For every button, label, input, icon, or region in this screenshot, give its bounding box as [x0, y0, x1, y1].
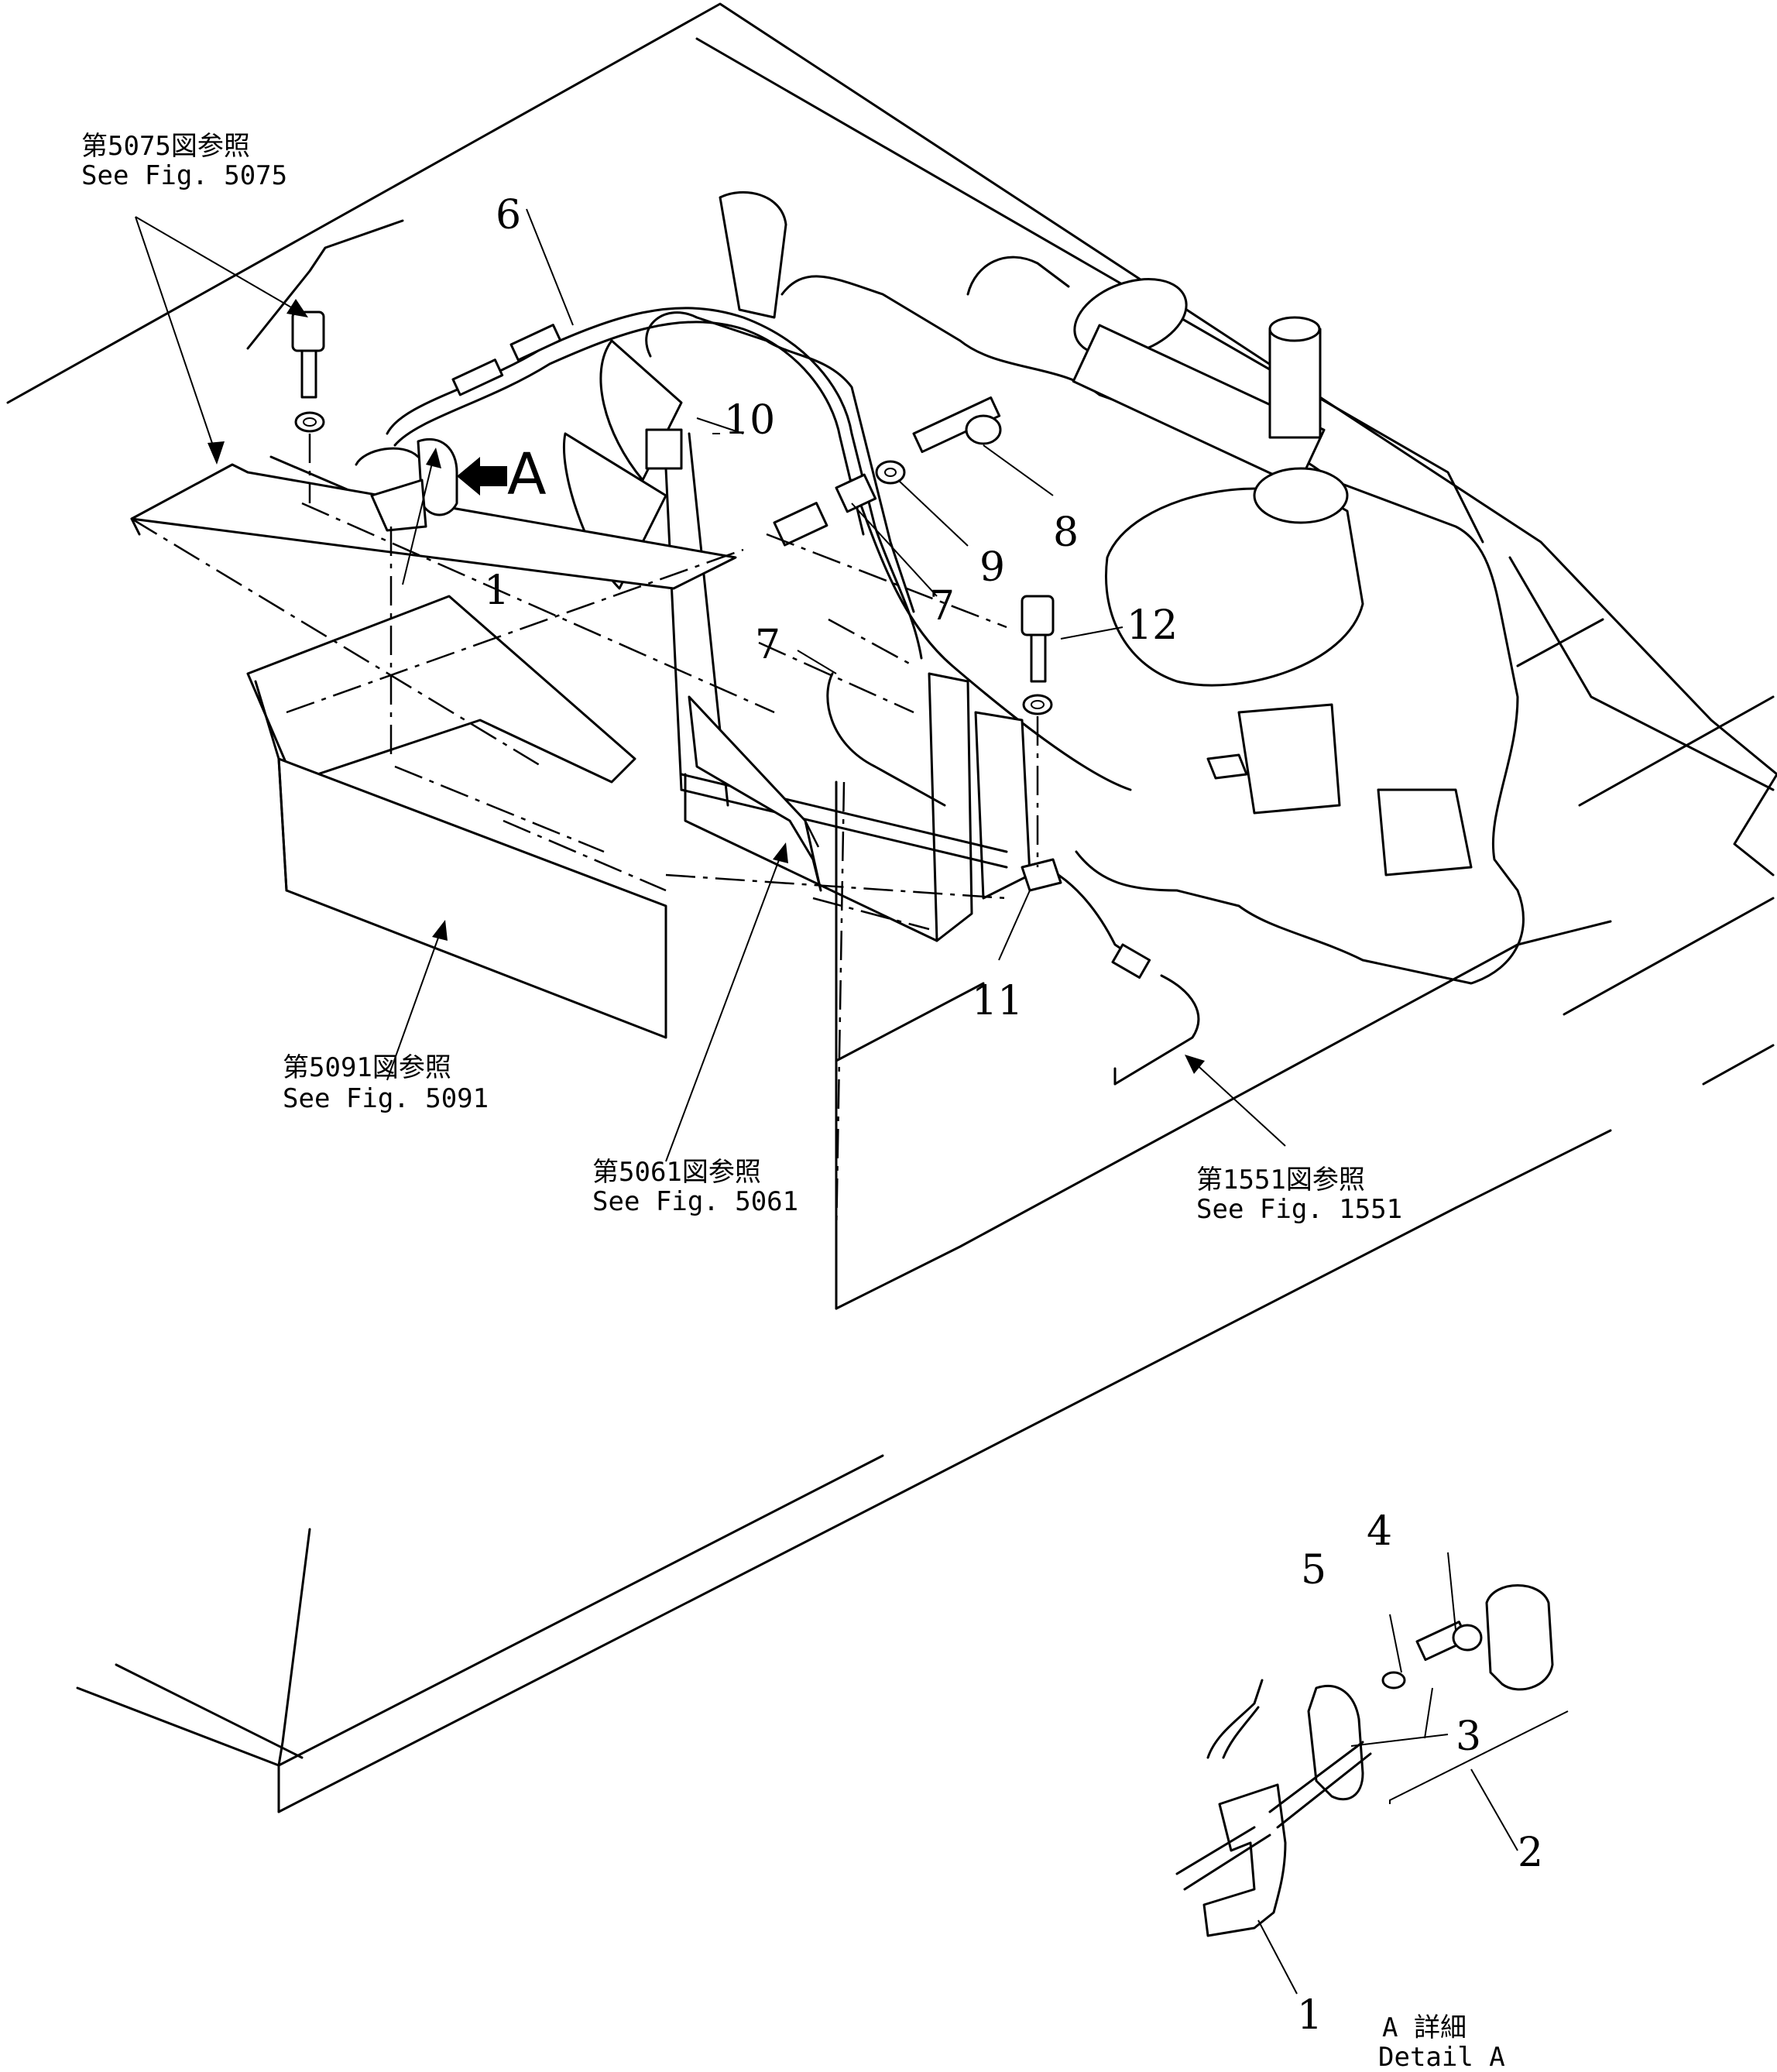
callout-12: 12	[1127, 602, 1178, 649]
ref-1551-jp: 第1551図参照	[1196, 1165, 1365, 1196]
ref-5061-en: See Fig. 5061	[592, 1186, 798, 1217]
reference-labels: 第5075図参照 See Fig. 5075 第5091図参照 See Fig.…	[81, 131, 1505, 2072]
ref-5091-jp: 第5091図参照	[283, 1052, 451, 1083]
callout-2: 2	[1518, 1830, 1543, 1876]
detail-a-drawing	[1175, 1552, 1569, 1995]
part-callouts: 6 10 1 8 9 7 12 7 11 4 5 3 2 1	[484, 192, 1543, 2039]
callout-6: 6	[496, 192, 521, 238]
horn-bracket-main	[355, 437, 458, 532]
leader-lines	[135, 208, 1286, 1162]
radiator-frame	[680, 672, 1031, 942]
cover-panels	[130, 463, 822, 1039]
assembly-lines	[131, 434, 1039, 1240]
machine-body-outline	[6, 2, 1777, 1813]
detail-a-jp: A 詳細	[1382, 2012, 1467, 2043]
ref-5075-jp: 第5075図参照	[81, 131, 250, 162]
ref-5061-jp: 第5061図参照	[592, 1157, 761, 1188]
detail-a-en: Detail A	[1378, 2042, 1505, 2072]
callout-3: 3	[1456, 1714, 1481, 1760]
callout-11: 11	[972, 978, 1023, 1024]
callout-1-detail: 1	[1297, 1992, 1322, 2039]
callout-1-main: 1	[484, 568, 509, 614]
callout-5: 5	[1301, 1547, 1326, 1593]
callout-10: 10	[724, 397, 775, 444]
ref-1551-en: See Fig. 1551	[1196, 1194, 1402, 1225]
fasteners	[291, 310, 1062, 892]
callout-8: 8	[1053, 509, 1079, 556]
ref-5091-en: See Fig. 5091	[283, 1083, 489, 1114]
ref-5075-en: See Fig. 5075	[81, 160, 287, 191]
callout-7-mid: 7	[755, 622, 780, 668]
callout-9: 9	[979, 544, 1005, 591]
callout-7-top: 7	[929, 583, 955, 629]
view-arrow-icon	[457, 457, 507, 496]
view-marker-label: A	[507, 441, 547, 508]
callout-4: 4	[1367, 1508, 1392, 1555]
